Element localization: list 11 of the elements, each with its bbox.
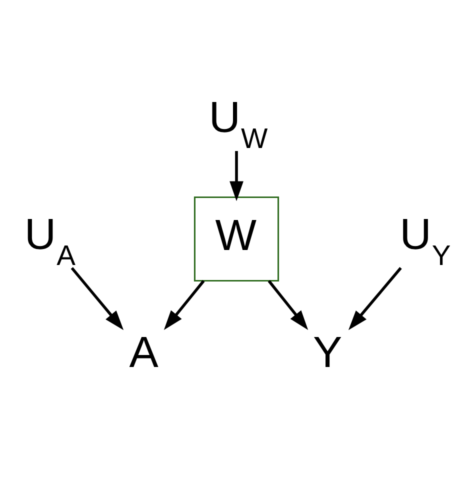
arrow: [229, 151, 243, 202]
node-text: Y: [312, 328, 342, 378]
node-text: A: [128, 328, 158, 378]
node-box: W: [193, 196, 279, 282]
node-text: U$_{A}$: [24, 210, 75, 271]
node-text: U$_{Y}$: [399, 210, 450, 271]
arrow: [267, 280, 308, 330]
node-text: U$_{W}$: [208, 92, 268, 154]
arrow: [348, 267, 402, 330]
arrow: [163, 280, 204, 330]
arrow: [70, 267, 124, 330]
